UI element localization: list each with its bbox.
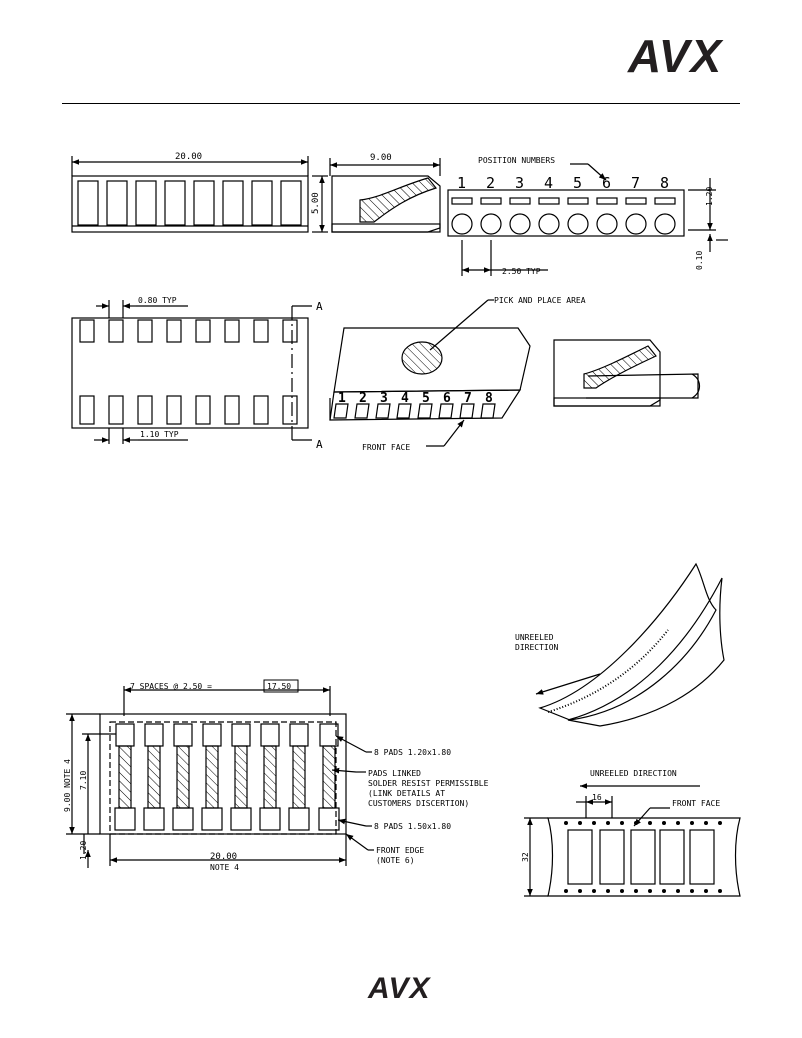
iso-number-list: 1 2 3 4 5 6 7 8 bbox=[338, 391, 493, 406]
section-view bbox=[553, 339, 701, 407]
reel-illustration bbox=[535, 562, 725, 727]
tape-front-face-label: FRONT FACE bbox=[672, 799, 720, 808]
pads-linked-2: SOLDER RESIST PERMISSIBLE bbox=[368, 779, 489, 788]
iso-number: 5 bbox=[422, 391, 430, 406]
avx-logo-top: AVX bbox=[628, 30, 723, 82]
footprint-dim-1-20: 1.20 bbox=[79, 841, 88, 860]
pads-large-label: 8 PADS 1.50x1.80 bbox=[374, 822, 451, 831]
unreeled-label-1: UNREELED bbox=[515, 633, 554, 642]
dim-1-10: 1.10 TYP bbox=[140, 430, 179, 439]
basic-dim-box bbox=[263, 679, 299, 693]
iso-number: 2 bbox=[359, 391, 367, 406]
dim-0-10: 0.10 bbox=[695, 251, 704, 270]
position-number: 6 bbox=[602, 174, 611, 192]
iso-number: 1 bbox=[338, 391, 346, 406]
spaces-prefix: 7 SPACES @ 2.50 = bbox=[130, 682, 212, 691]
footprint-height-note: 9.00 NOTE 4 bbox=[63, 759, 72, 812]
section-a-bottom: A bbox=[316, 438, 323, 451]
front-height-dim: 5.00 bbox=[311, 192, 321, 214]
tape-pitch: 16 bbox=[592, 793, 602, 802]
tape-width: 32 bbox=[521, 852, 530, 862]
pads-linked-1: PADS LINKED bbox=[368, 769, 421, 778]
side-width-dim: 9.00 bbox=[370, 153, 392, 163]
bottom-view bbox=[71, 300, 312, 444]
isometric-view bbox=[329, 299, 531, 447]
spaces-value: 17.50 bbox=[267, 682, 291, 691]
unreeled-label-2: DIRECTION bbox=[515, 643, 559, 652]
front-view bbox=[71, 156, 328, 233]
iso-number: 4 bbox=[401, 391, 409, 406]
pads-linked-3: (LINK DETAILS AT bbox=[368, 789, 445, 798]
position-number: 1 bbox=[457, 174, 466, 192]
front-face-label: FRONT FACE bbox=[362, 443, 410, 452]
position-number: 2 bbox=[486, 174, 495, 192]
pads-small-label: 8 PADS 1.20x1.80 bbox=[374, 748, 451, 757]
position-number: 3 bbox=[515, 174, 524, 192]
position-number: 8 bbox=[660, 174, 669, 192]
section-a-top: A bbox=[316, 300, 323, 313]
tape-direction-label: UNREELED DIRECTION bbox=[590, 769, 677, 778]
front-edge-2: (NOTE 6) bbox=[376, 856, 415, 865]
avx-logo-bottom: AVX bbox=[368, 972, 431, 1005]
carrier-tape bbox=[524, 783, 741, 897]
header-rule bbox=[62, 103, 740, 104]
footprint-width-dim: 20.00 bbox=[210, 852, 237, 862]
position-numbers-label: POSITION NUMBERS bbox=[478, 156, 555, 165]
footprint-width-note: NOTE 4 bbox=[210, 863, 239, 872]
pitch-dim: 2.50 TYP bbox=[502, 267, 541, 276]
position-view bbox=[447, 163, 728, 276]
position-number: 4 bbox=[544, 174, 553, 192]
front-edge-1: FRONT EDGE bbox=[376, 846, 424, 855]
dim-1-20: 1.20 bbox=[705, 187, 714, 206]
pads-linked-4: CUSTOMERS DISCERTION) bbox=[368, 799, 469, 808]
dim-0-80: 0.80 TYP bbox=[138, 296, 177, 305]
iso-number: 3 bbox=[380, 391, 388, 406]
iso-number: 8 bbox=[485, 391, 493, 406]
position-number-list: 1 2 3 4 5 6 7 8 bbox=[457, 174, 669, 192]
iso-number: 6 bbox=[443, 391, 451, 406]
side-view bbox=[329, 158, 441, 233]
position-number: 7 bbox=[631, 174, 640, 192]
pcb-footprint bbox=[66, 686, 374, 868]
dim-7-10: 7.10 bbox=[79, 771, 88, 790]
pick-place-label: PICK AND PLACE AREA bbox=[494, 296, 586, 305]
front-width-dim: 20.00 bbox=[175, 152, 202, 162]
iso-number: 7 bbox=[464, 391, 472, 406]
position-number: 5 bbox=[573, 174, 582, 192]
